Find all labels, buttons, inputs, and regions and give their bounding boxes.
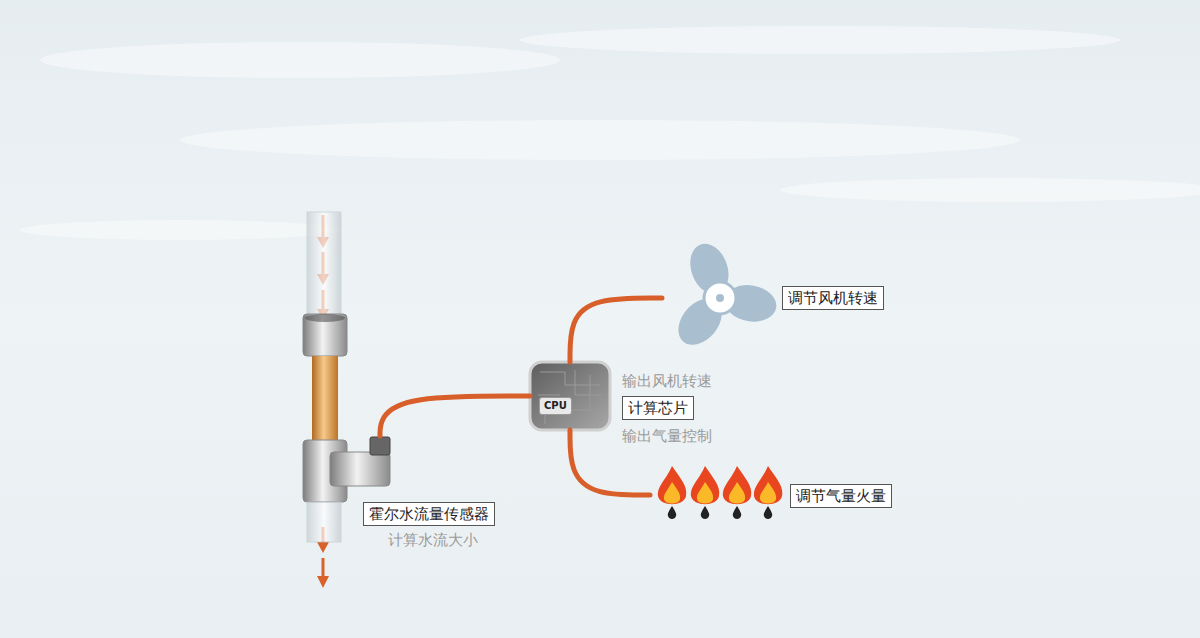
water-ripples bbox=[20, 26, 1200, 240]
cpu-chip-drawing bbox=[530, 362, 610, 430]
chip-node: CPU输出风机转速计算芯片输出气量控制 bbox=[530, 362, 610, 430]
part-note: 计算水流大小 bbox=[388, 530, 478, 550]
output-note: 输出风机转速 bbox=[622, 371, 712, 391]
sensor-node: 霍尔水流量传感器计算水流大小 bbox=[360, 436, 510, 551]
fan-icon bbox=[670, 238, 780, 353]
flame-icons bbox=[658, 466, 782, 519]
wire-connector bbox=[380, 396, 530, 436]
flow-sensor-drawing bbox=[303, 212, 390, 542]
output-note: 输出气量控制 bbox=[622, 426, 712, 446]
fan-node: 调节风机转速 bbox=[662, 252, 897, 344]
part-label: 调节风机转速 bbox=[782, 286, 884, 310]
flame-node: 调节气量火量 bbox=[650, 462, 902, 528]
part-label: 计算芯片 bbox=[622, 396, 694, 420]
wire-connector bbox=[570, 298, 662, 362]
part-label: 霍尔水流量传感器 bbox=[363, 502, 495, 526]
part-label: 调节气量火量 bbox=[790, 484, 892, 508]
chip-marking: CPU bbox=[539, 397, 572, 415]
